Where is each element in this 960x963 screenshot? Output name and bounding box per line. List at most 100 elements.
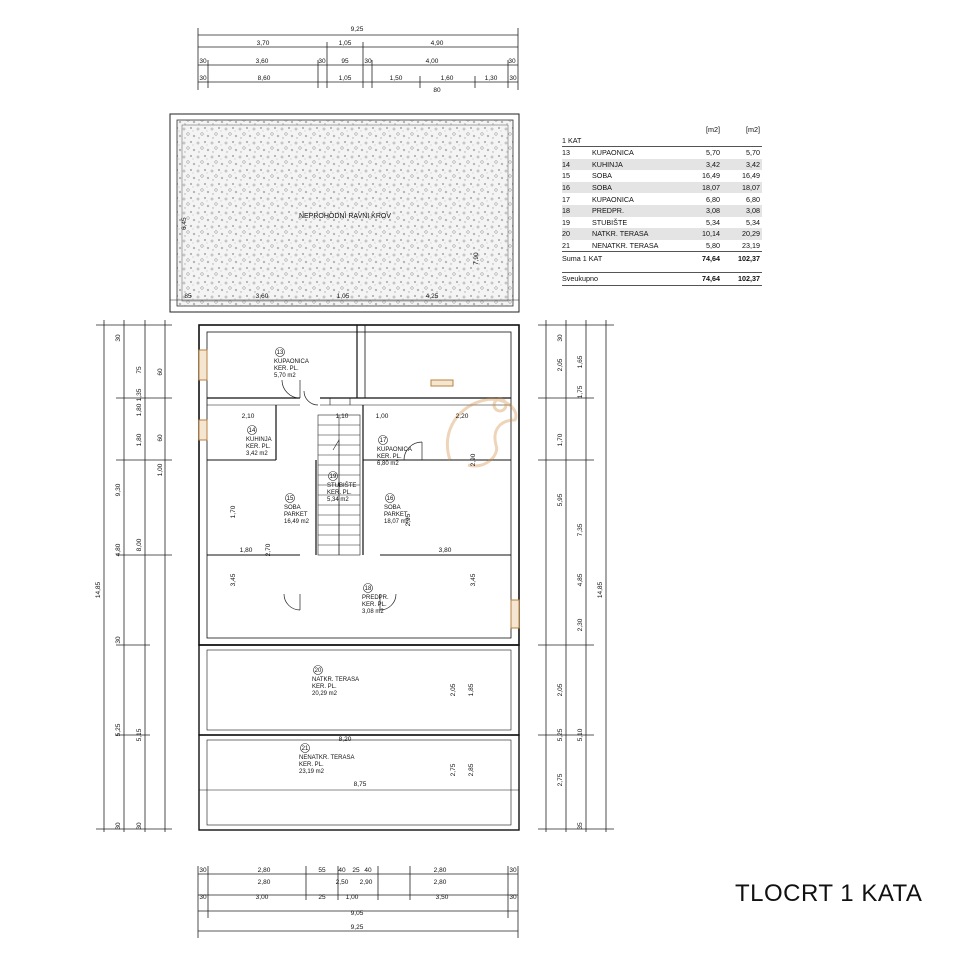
room-floor: KER. PL. <box>362 602 387 608</box>
dim-right-mid: 7,35 <box>577 523 584 536</box>
dim-bot-2c: 25 <box>318 894 326 901</box>
room-floor: PARKET <box>284 512 308 518</box>
room-name: KUPAONICA <box>377 447 412 453</box>
room-number-circle <box>363 583 373 593</box>
room-name: KUHINJA <box>246 437 272 443</box>
room-number-circle <box>385 493 395 503</box>
total-b: 102,37 <box>738 274 760 284</box>
dim-top-3b: 8,60 <box>258 75 271 82</box>
room-no: 19 <box>330 474 337 480</box>
dim-right-sub5: 5,10 <box>577 728 584 741</box>
room-no: 16 <box>387 496 394 502</box>
dim-bot-2f: 30 <box>509 894 517 901</box>
dim-top-2b: 3,60 <box>256 58 269 65</box>
room-name: PREDPR. <box>362 595 389 601</box>
dim-left-s4: 60 <box>157 368 164 376</box>
dim-left-overall: 14,85 <box>95 581 102 598</box>
table-cell-name: KUPAONICA <box>592 148 634 158</box>
room-number-circle <box>275 347 285 357</box>
dim-int-7: 8,20 <box>339 736 352 743</box>
dim-int-11: 2,90 <box>470 453 477 466</box>
sum-a: 74,64 <box>702 253 720 263</box>
dim-bot-1f: 40 <box>364 867 372 874</box>
room-no: 20 <box>315 668 322 674</box>
dim-bot-2d: 1,00 <box>346 894 359 901</box>
windows <box>198 349 520 629</box>
sum-row: Suma 1 KAT 74,64 102,37 <box>562 251 762 264</box>
room-number-circle <box>247 425 257 435</box>
room-number-circle <box>313 665 323 675</box>
dim-int-1: 2,10 <box>242 413 255 420</box>
dim-bot-1k: 2,90 <box>360 879 373 886</box>
table-cell-no: 20 <box>562 229 570 239</box>
room-area: 16,49 m2 <box>284 519 310 525</box>
dim-right-s6: 1,75 <box>577 385 584 398</box>
room-floor: KER. PL. <box>312 684 337 690</box>
dim-bot-overall: 9,25 <box>351 924 364 931</box>
dim-right-sub6: 2,75 <box>557 773 564 786</box>
table-cell-b: 5,70 <box>746 148 760 158</box>
unit-b: [m2] <box>746 125 760 134</box>
dim-left-inner2: 5,15 <box>136 728 143 741</box>
table-header: [m2] [m2] <box>562 122 762 134</box>
staircase <box>317 414 361 556</box>
dim-int-16: 2,70 <box>265 543 272 556</box>
dim-top-3e: 1,60 <box>441 75 454 82</box>
table-cell-a: 3,08 <box>706 206 720 216</box>
table-cell-a: 3,42 <box>706 159 720 169</box>
room-floor: KER. PL. <box>299 762 324 768</box>
table-cell-name: PREDPR. <box>592 206 624 216</box>
dim-left-s1: 75 <box>136 366 143 374</box>
dim-int-17: 2,95 <box>405 513 412 526</box>
dim-roof-v2: 7,90 <box>473 252 480 265</box>
table-cell-b: 3,42 <box>746 159 760 169</box>
room-area: 5,34 m2 <box>327 497 349 503</box>
room-no: 21 <box>302 746 309 752</box>
table-cell-name: STUBIŠTE <box>592 217 628 227</box>
table-cell-no: 19 <box>562 217 570 227</box>
watermark-logo <box>445 397 518 468</box>
room-number-circle <box>285 493 295 503</box>
table-cell-b: 18,07 <box>742 183 760 193</box>
dim-top-2f: 4,00 <box>426 58 439 65</box>
dim-int-18: 1,70 <box>230 505 237 518</box>
bottom-dimension-chains <box>197 866 519 938</box>
room-area: 3,42 m2 <box>246 451 268 457</box>
plan-title: TLOCRT 1 KATA <box>735 880 923 907</box>
dim-top-3a: 30 <box>199 75 207 82</box>
room-number-circle <box>300 743 310 753</box>
dim-right-sub3: 4,85 <box>577 573 584 586</box>
table-cell-b: 3,08 <box>746 206 760 216</box>
table-cell-no: 14 <box>562 159 570 169</box>
dim-top-1b: 1,05 <box>339 40 352 47</box>
dim-bot-1l: 2,80 <box>434 879 447 886</box>
table-cell-b: 16,49 <box>742 171 760 181</box>
unit-a: [m2] <box>706 125 720 134</box>
table-cell-no: 15 <box>562 171 570 181</box>
dim-int-10: 3,45 <box>470 573 477 586</box>
dim-top-1a: 3,70 <box>257 40 270 47</box>
dim-left-inner1: 8,00 <box>136 538 143 551</box>
dim-roof-b: 3,60 <box>256 293 269 300</box>
room-name: NENATKR. TERASA <box>299 755 354 761</box>
dim-bot-1i: 2,80 <box>258 879 271 886</box>
dim-right-s3: 2,30 <box>577 618 584 631</box>
dim-bot-1d: 40 <box>338 867 346 874</box>
table-cell-b: 20,29 <box>742 229 760 239</box>
dim-bot-1j: 2,50 <box>336 879 349 886</box>
table-cell-name: SOBA <box>592 171 612 181</box>
dim-right-s7: 35 <box>577 822 584 830</box>
table-cell-a: 16,49 <box>702 171 720 181</box>
dim-bot-1a: 30 <box>199 867 207 874</box>
dim-top-2d: 95 <box>341 58 349 65</box>
dim-bot-2e: 3,50 <box>436 894 449 901</box>
table-cell-a: 10,14 <box>702 229 720 239</box>
